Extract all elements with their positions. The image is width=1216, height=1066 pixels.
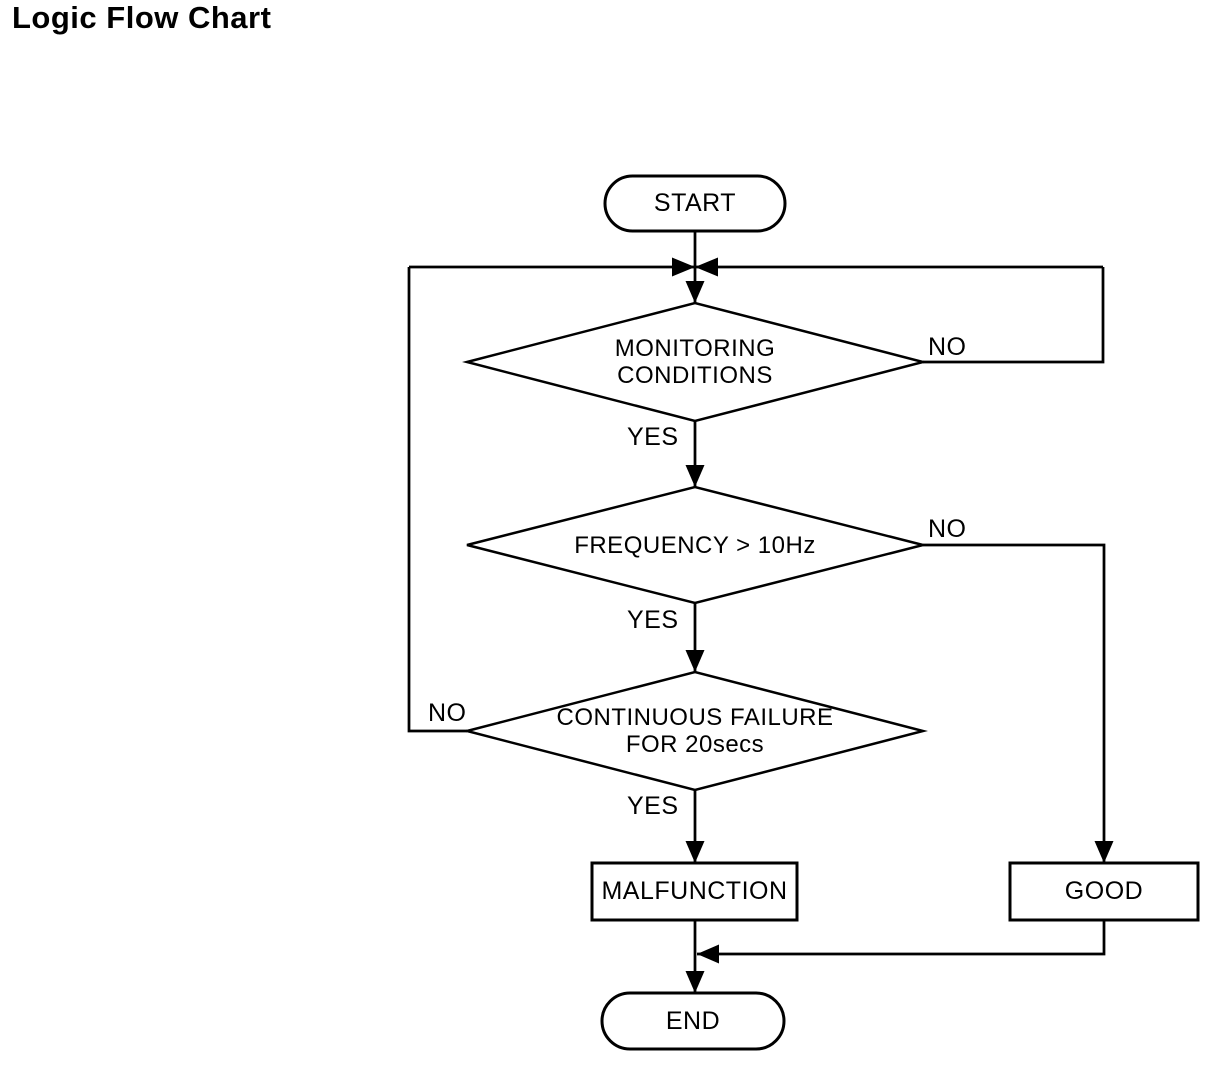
decision2-no-label: NO [928, 515, 967, 543]
arrowhead-into-decision1 [685, 281, 705, 303]
arrowhead-into-decision2 [685, 465, 705, 487]
decision-continuous-label-line2: FOR 20secs [625, 731, 765, 758]
decision2-yes-label: YES [627, 606, 679, 634]
good-node: GOOD [1010, 863, 1198, 920]
decision-monitoring-label-line1: MONITORING [614, 335, 776, 362]
edge-decision2-no [923, 543, 1106, 863]
decision-monitoring-label-line2: CONDITIONS [617, 362, 773, 389]
decision-monitoring-conditions: MONITORING CONDITIONS [467, 303, 923, 421]
decision3-no-label: NO [428, 699, 467, 727]
malfunction-box-shape [590, 861, 799, 922]
connector-lines [407, 231, 1106, 993]
edge-decision3-no-loop [407, 267, 467, 733]
arrowhead-into-end [685, 971, 705, 993]
decision-frequency-label: FREQUENCY > 10Hz [574, 531, 816, 559]
end-node-label: END [665, 1006, 721, 1035]
start-node-label: START [653, 189, 737, 217]
malfunction-node: MALFUNCTION [592, 863, 797, 920]
edge-decision1-no-loop [923, 267, 1105, 364]
arrowhead-into-decision3 [685, 650, 705, 672]
decision1-diamond-shape [462, 301, 928, 423]
good-box-shape [1008, 861, 1200, 922]
end-node: END [602, 993, 784, 1049]
node-shapes [462, 174, 1200, 1051]
decision3-diamond-shape [462, 670, 928, 792]
page-title: Logic Flow Chart [12, 0, 272, 35]
good-node-label: GOOD [1064, 877, 1144, 905]
malfunction-node-label: MALFUNCTION [601, 877, 788, 905]
decision3-yes-label: YES [627, 792, 679, 820]
end-terminator-shape [600, 991, 786, 1051]
decision1-no-label: NO [928, 333, 967, 361]
start-terminator-shape [603, 174, 787, 233]
decision1-yes-label: YES [627, 423, 679, 451]
arrowhead-merge-left [697, 944, 719, 964]
decision2-diamond-shape [466, 485, 924, 605]
decision-continuous-failure: CONTINUOUS FAILURE FOR 20secs [467, 672, 923, 790]
decision-frequency: FREQUENCY > 10Hz [467, 487, 923, 603]
arrowheads [672, 257, 1114, 993]
arrowhead-junction-right [695, 257, 718, 277]
start-node: START [605, 176, 785, 231]
arrowhead-junction-left [672, 257, 695, 277]
decision-continuous-label-line1: CONTINUOUS FAILURE [556, 704, 834, 731]
edge-good-to-merge [697, 920, 1106, 956]
arrowhead-into-malfunction [685, 841, 705, 863]
arrowhead-into-good [1094, 841, 1114, 863]
